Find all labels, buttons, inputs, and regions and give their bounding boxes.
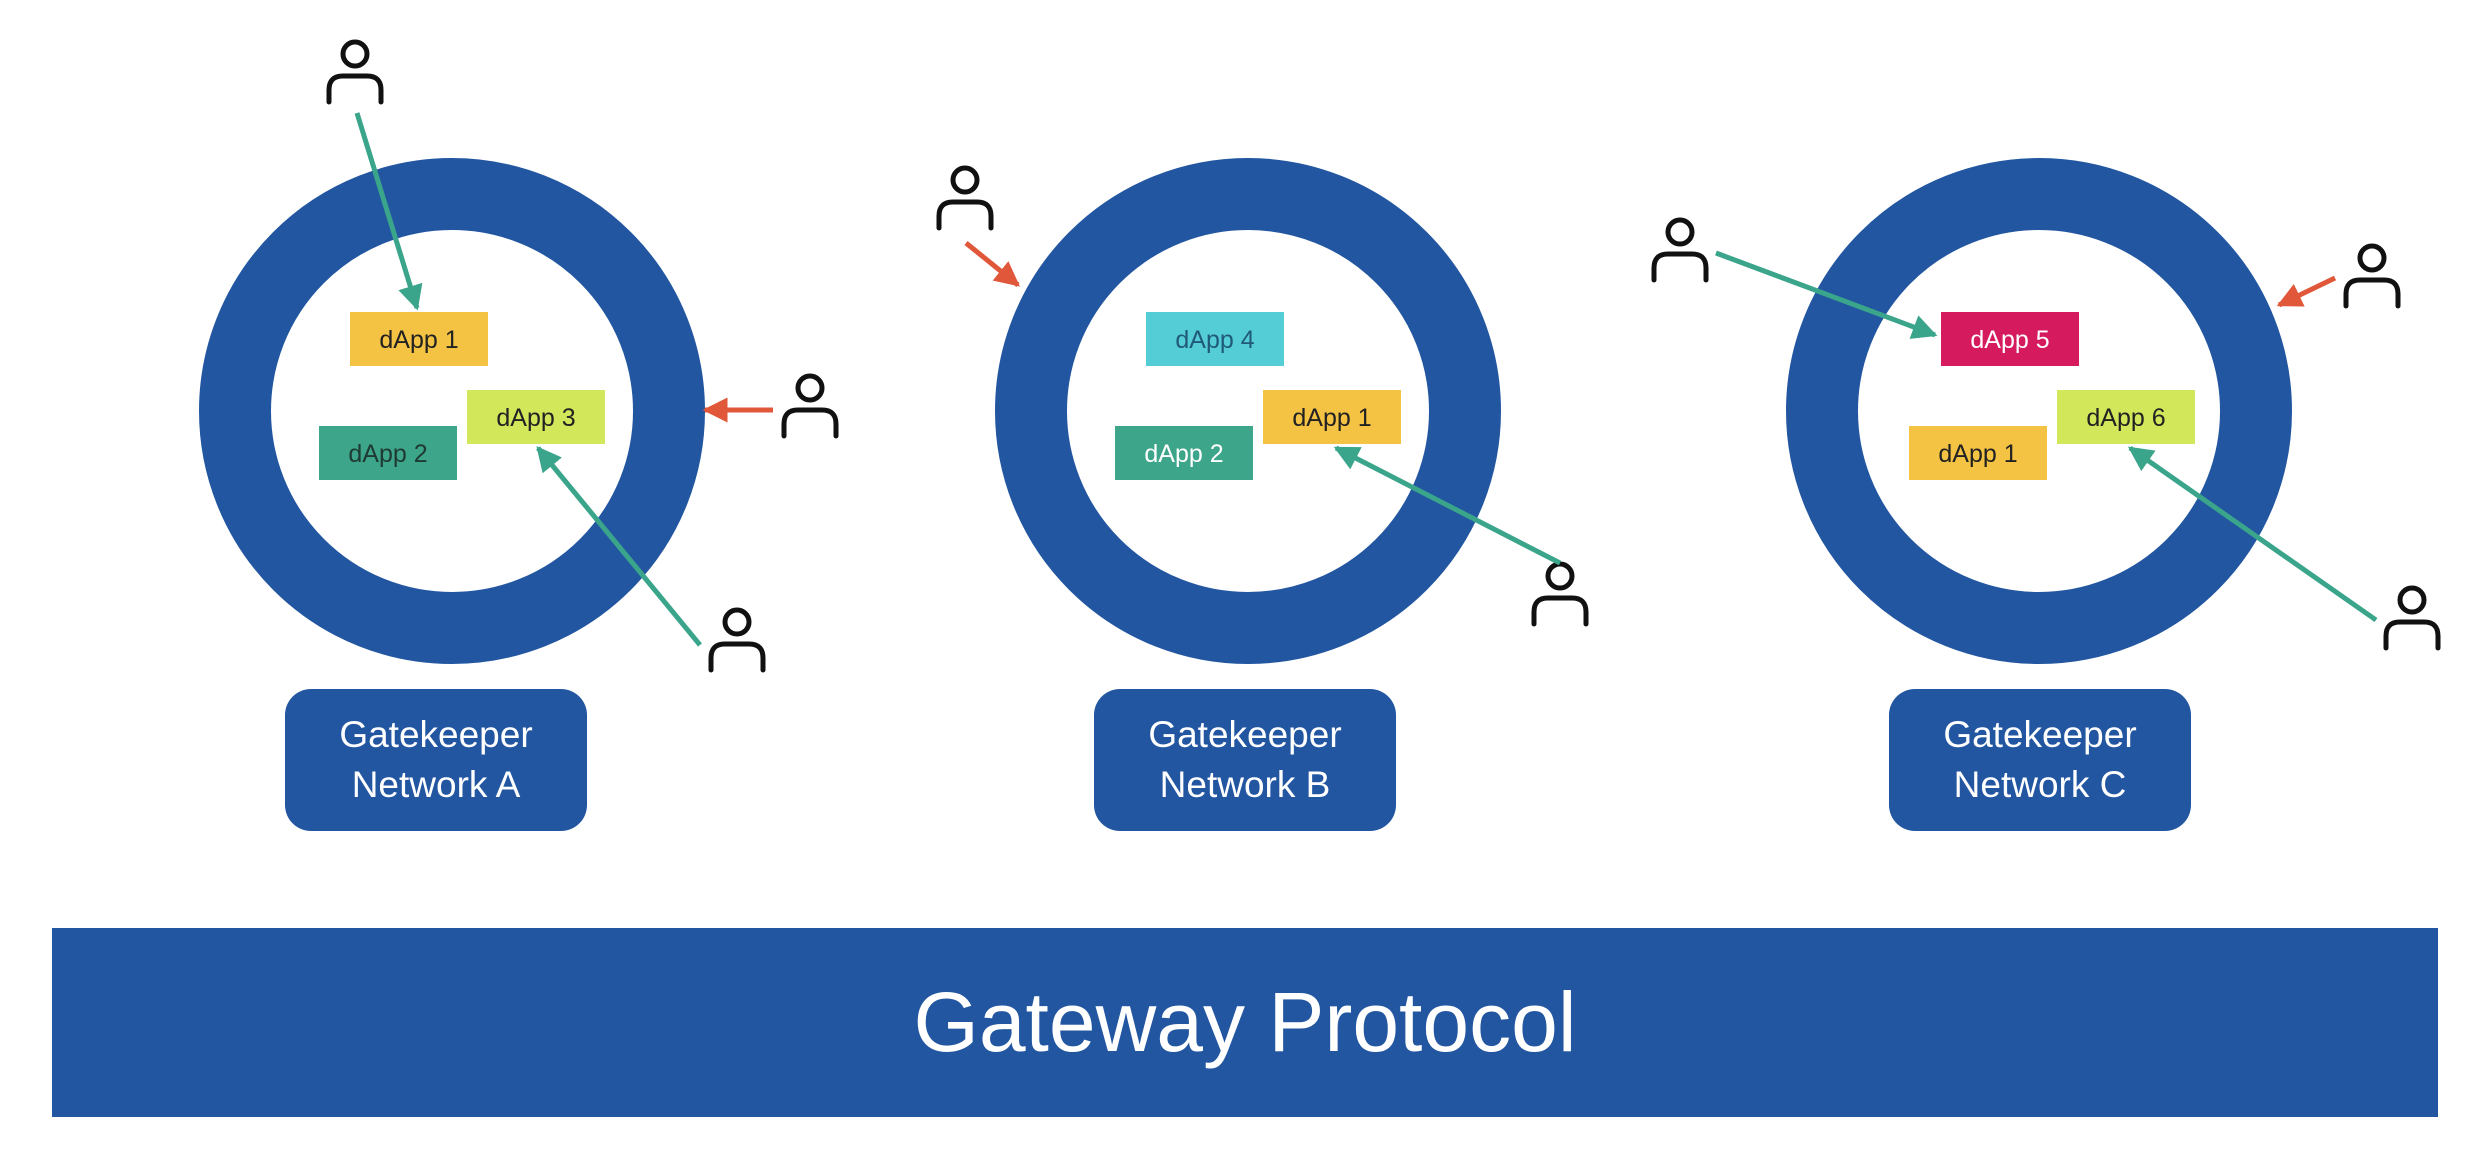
- network-a: dApp 1 dApp 3 dApp 2: [199, 42, 836, 670]
- network-label-line1: Gatekeeper: [1943, 714, 2137, 755]
- blocked-arrow: [964, 241, 1020, 287]
- network-a-dapp-3: dApp 3: [467, 390, 605, 444]
- gateway-protocol-bar: Gateway Protocol: [52, 928, 2438, 1117]
- dapp-label: dApp 6: [2086, 404, 2165, 432]
- dapp-label: dApp 1: [1292, 404, 1371, 432]
- network-b-dapp-2: dApp 2: [1115, 426, 1253, 480]
- network-label-line2: Network C: [1953, 764, 2127, 805]
- gateway-protocol-title: Gateway Protocol: [913, 975, 1577, 1069]
- dapp-label: dApp 1: [379, 326, 458, 354]
- dapp-box: [1909, 426, 2047, 480]
- dapp-box: [1263, 390, 1401, 444]
- network-label-line1: Gatekeeper: [1148, 714, 1342, 755]
- allowed-arrow: [354, 112, 423, 311]
- network-b-ring: [995, 158, 1501, 664]
- dapp-box: [350, 312, 488, 366]
- allowed-arrow: [2127, 445, 2378, 623]
- dapp-label: dApp 3: [496, 404, 575, 432]
- network-c: dApp 5 dApp 6 dApp 1: [1654, 158, 2438, 664]
- network-label-line2: Network A: [351, 764, 521, 805]
- dapp-box: [1115, 426, 1253, 480]
- user-icon: [2346, 246, 2398, 306]
- network-b-dapp-1: dApp 1: [1263, 390, 1401, 444]
- network-b-label: Gatekeeper Network B: [1094, 689, 1396, 831]
- allowed-arrow: [536, 446, 702, 647]
- user-icon: [939, 168, 991, 228]
- dapp-label: dApp 4: [1175, 326, 1254, 354]
- blocked-arrow: [2276, 275, 2337, 308]
- dapp-label: dApp 1: [1938, 440, 2017, 468]
- network-label-line1: Gatekeeper: [339, 714, 533, 755]
- network-c-dapp-1: dApp 1: [1909, 426, 2047, 480]
- network-c-dapp-5: dApp 5: [1941, 312, 2079, 366]
- network-c-ring: [1786, 158, 2292, 664]
- network-a-label: Gatekeeper Network A: [285, 689, 587, 831]
- dapp-label: dApp 2: [348, 440, 427, 468]
- dapp-label: dApp 5: [1970, 326, 2049, 354]
- network-a-ring: [199, 158, 705, 664]
- user-icon: [329, 42, 381, 102]
- dapp-box: [2057, 390, 2195, 444]
- dapp-label: dApp 2: [1144, 440, 1223, 468]
- user-icon: [2386, 588, 2438, 648]
- network-b-dapp-4: dApp 4: [1146, 312, 1284, 366]
- network-label-line2: Network B: [1159, 764, 1331, 805]
- dapp-box: [1146, 312, 1284, 366]
- user-icon: [711, 610, 763, 670]
- network-c-label: Gatekeeper Network C: [1889, 689, 2191, 831]
- dapp-box: [1941, 312, 2079, 366]
- dapp-box: [467, 390, 605, 444]
- network-b: dApp 4 dApp 1 dApp 2: [939, 158, 1586, 664]
- user-icon: [1654, 220, 1706, 280]
- user-icon: [1534, 564, 1586, 624]
- network-a-dapp-1: dApp 1: [350, 312, 488, 366]
- dapp-box: [319, 426, 457, 480]
- allowed-arrow: [1333, 445, 1562, 566]
- user-icon: [784, 376, 836, 436]
- allowed-arrow: [1715, 250, 1938, 339]
- network-c-dapp-6: dApp 6: [2057, 390, 2195, 444]
- network-a-dapp-2: dApp 2: [319, 426, 457, 480]
